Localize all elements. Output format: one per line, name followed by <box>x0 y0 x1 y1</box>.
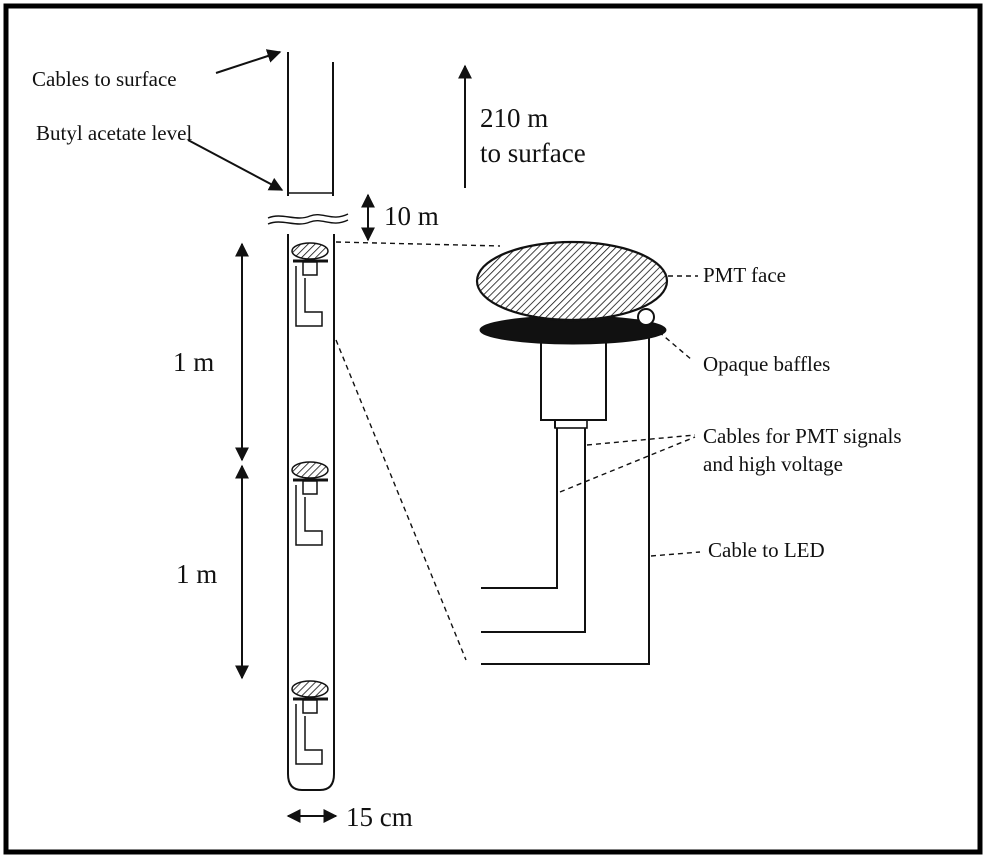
cables-pmt-label-line1: Cables for PMT signals <box>703 424 902 448</box>
signal-cable-b <box>481 424 586 633</box>
led-cable <box>481 336 650 665</box>
gap-10m-label: 10 m <box>384 201 439 231</box>
signal-cable-a <box>481 424 558 589</box>
borehole-tube <box>267 52 349 791</box>
opaque-baffles-label: Opaque baffles <box>703 352 830 376</box>
figure-border <box>3 3 983 855</box>
pmt-detail <box>475 240 669 665</box>
pmt-base <box>540 340 607 421</box>
cables-leader-a <box>586 434 696 446</box>
cables-to-surface-label: Cables to surface <box>32 67 177 91</box>
spacing-1m-upper-label: 1 m <box>173 347 214 377</box>
pmt-face <box>475 240 669 322</box>
led-sphere <box>637 308 655 326</box>
zoom-line-bottom <box>335 339 467 661</box>
cables-to-surface-arrow <box>215 49 282 74</box>
pmt-module-3 <box>291 680 329 765</box>
cable-sheath <box>554 419 588 429</box>
pmt-module-2 <box>291 461 329 546</box>
spacing-1m-lower-label: 1 m <box>176 559 217 589</box>
depth-label-line2: to surface <box>480 138 586 168</box>
pmt-module-1 <box>291 242 329 327</box>
pmt-face-label: PMT face <box>703 263 786 287</box>
butyl-level-arrow <box>187 139 284 191</box>
cables-leader-b <box>559 436 696 493</box>
butyl-acetate-level-label: Butyl acetate level <box>36 121 192 145</box>
depth-label-line1: 210 m <box>480 103 548 133</box>
cable-to-led-leader <box>650 551 701 557</box>
zoom-line-top <box>335 241 501 247</box>
cable-to-led-label: Cable to LED <box>708 538 825 562</box>
cables-pmt-label-line2: and high voltage <box>703 452 843 476</box>
diameter-15cm-label: 15 cm <box>346 802 413 832</box>
